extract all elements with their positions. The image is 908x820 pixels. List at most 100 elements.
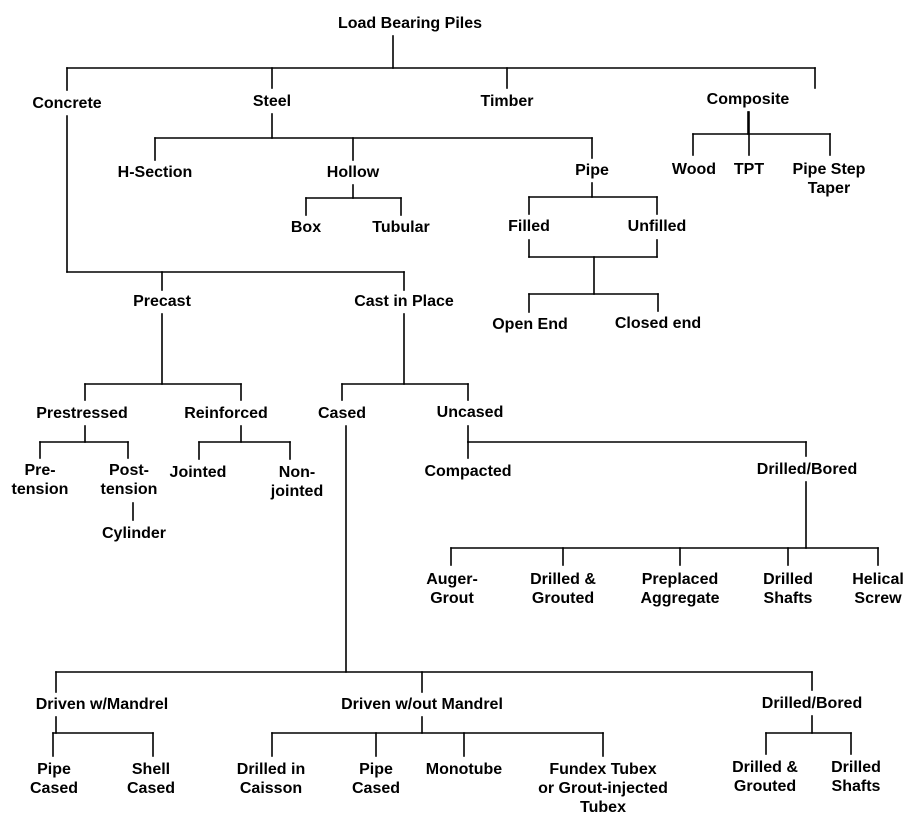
diagram-title: Load Bearing Piles — [338, 15, 482, 32]
node-driven-with-mandrel: Driven w/Mandrel — [36, 696, 168, 713]
node-label-line: Drilled — [763, 571, 813, 588]
node-label-line: Reinforced — [184, 405, 268, 422]
node-label-line: Wood — [672, 161, 716, 178]
node-label-line: Drilled & — [732, 759, 798, 776]
node-driven-without-mandrel: Driven w/out Mandrel — [341, 696, 503, 713]
node-label-line: Cased — [30, 780, 78, 797]
node-tubular: Tubular — [372, 219, 429, 236]
node-label-line: Pipe — [37, 761, 71, 778]
node-label-line: Taper — [808, 180, 850, 197]
node-label-line: Pipe — [575, 162, 609, 179]
node-monotube: Monotube — [426, 761, 503, 778]
node-label-line: Cast in Place — [354, 293, 454, 310]
node-label-line: Drilled/Bored — [762, 695, 862, 712]
node-drilled-grouted-cased: Drilled & Grouted — [732, 759, 798, 795]
node-label-line: Aggregate — [640, 590, 719, 607]
node-box: Box — [291, 219, 321, 236]
node-label-line: Shell — [132, 761, 170, 778]
node-label-line: Uncased — [437, 404, 504, 421]
node-label-line: Driven w/Mandrel — [36, 696, 168, 713]
node-label-line: Unfilled — [628, 218, 687, 235]
node-label-line: Grouted — [734, 778, 796, 795]
node-label-line: Composite — [707, 91, 790, 108]
node-label-line: Pipe Step — [793, 161, 866, 178]
node-label-line: Auger- — [426, 571, 478, 588]
node-precast: Precast — [133, 293, 191, 310]
node-label-line: Tubular — [372, 219, 429, 236]
node-label-line: Compacted — [424, 463, 511, 480]
node-label-line: H-Section — [118, 164, 193, 181]
node-drilled-in-caisson: Drilled in Caisson — [237, 761, 305, 797]
node-label-line: tension — [12, 481, 69, 498]
node-label-line: Cased — [127, 780, 175, 797]
node-label-line: Cylinder — [102, 525, 166, 542]
node-label-line: or Grout-injected — [538, 780, 668, 797]
node-filled: Filled — [508, 218, 550, 235]
node-label-line: Box — [291, 219, 321, 236]
node-label-line: Fundex Tubex — [549, 761, 656, 778]
node-concrete: Concrete — [32, 95, 101, 112]
node-pipe: Pipe — [575, 162, 609, 179]
node-closed-end: Closed end — [615, 315, 701, 332]
node-label-line: Grout — [430, 590, 474, 607]
node-label-line: Hollow — [327, 164, 380, 181]
node-cased: Cased — [318, 405, 366, 422]
node-label-line: Closed end — [615, 315, 701, 332]
node-unfilled: Unfilled — [628, 218, 687, 235]
node-label-line: Drilled/Bored — [757, 461, 857, 478]
node-label-line: jointed — [270, 483, 323, 500]
node-label-line: Post- — [109, 462, 149, 479]
node-compacted: Compacted — [424, 463, 511, 480]
node-label-line: Helical — [852, 571, 904, 588]
node-label-line: Preplaced — [642, 571, 718, 588]
node-label-line: Concrete — [32, 95, 101, 112]
node-label-line: Prestressed — [36, 405, 128, 422]
node-label-line: Cased — [352, 780, 400, 797]
node-drilled-bored-uncased: Drilled/Bored — [757, 461, 857, 478]
node-label-line: Open End — [492, 316, 568, 333]
node-h-section: H-Section — [118, 164, 193, 181]
node-pre-tension: Pre-tension — [12, 462, 69, 498]
node-label-line: Drilled — [831, 759, 881, 776]
node-cast-in-place: Cast in Place — [354, 293, 454, 310]
node-non-jointed: Non-jointed — [270, 464, 323, 500]
node-composite: Composite — [707, 91, 790, 108]
node-steel: Steel — [253, 93, 291, 110]
node-label-line: Monotube — [426, 761, 503, 778]
node-post-tension: Post-tension — [101, 462, 158, 498]
node-label-line: Pre- — [24, 462, 55, 479]
node-label-line: Grouted — [532, 590, 594, 607]
node-label-line: Cased — [318, 405, 366, 422]
node-label-line: Filled — [508, 218, 550, 235]
node-drilled-grouted-uncased: Drilled &Grouted — [530, 571, 596, 607]
node-label-line: Shafts — [764, 590, 813, 607]
node-label-line: Precast — [133, 293, 191, 310]
node-open-end: Open End — [492, 316, 568, 333]
node-label-line: Shafts — [832, 778, 881, 795]
node-prestressed: Prestressed — [36, 405, 128, 422]
node-drilled-bored-cased: Drilled/Bored — [762, 695, 862, 712]
node-label-line: Timber — [480, 93, 533, 110]
node-label-line: Screw — [854, 590, 902, 607]
node-tpt: TPT — [734, 161, 764, 178]
node-label-line: Tubex — [580, 799, 626, 816]
node-label-line: Non- — [279, 464, 315, 481]
node-jointed: Jointed — [170, 464, 227, 481]
node-label-line: Drilled in — [237, 761, 305, 778]
node-label-line: tension — [101, 481, 158, 498]
node-label-line: Steel — [253, 93, 291, 110]
node-label-line: Caisson — [240, 780, 302, 797]
node-auger-grout: Auger- Grout — [426, 571, 478, 607]
node-label-line: Jointed — [170, 464, 227, 481]
